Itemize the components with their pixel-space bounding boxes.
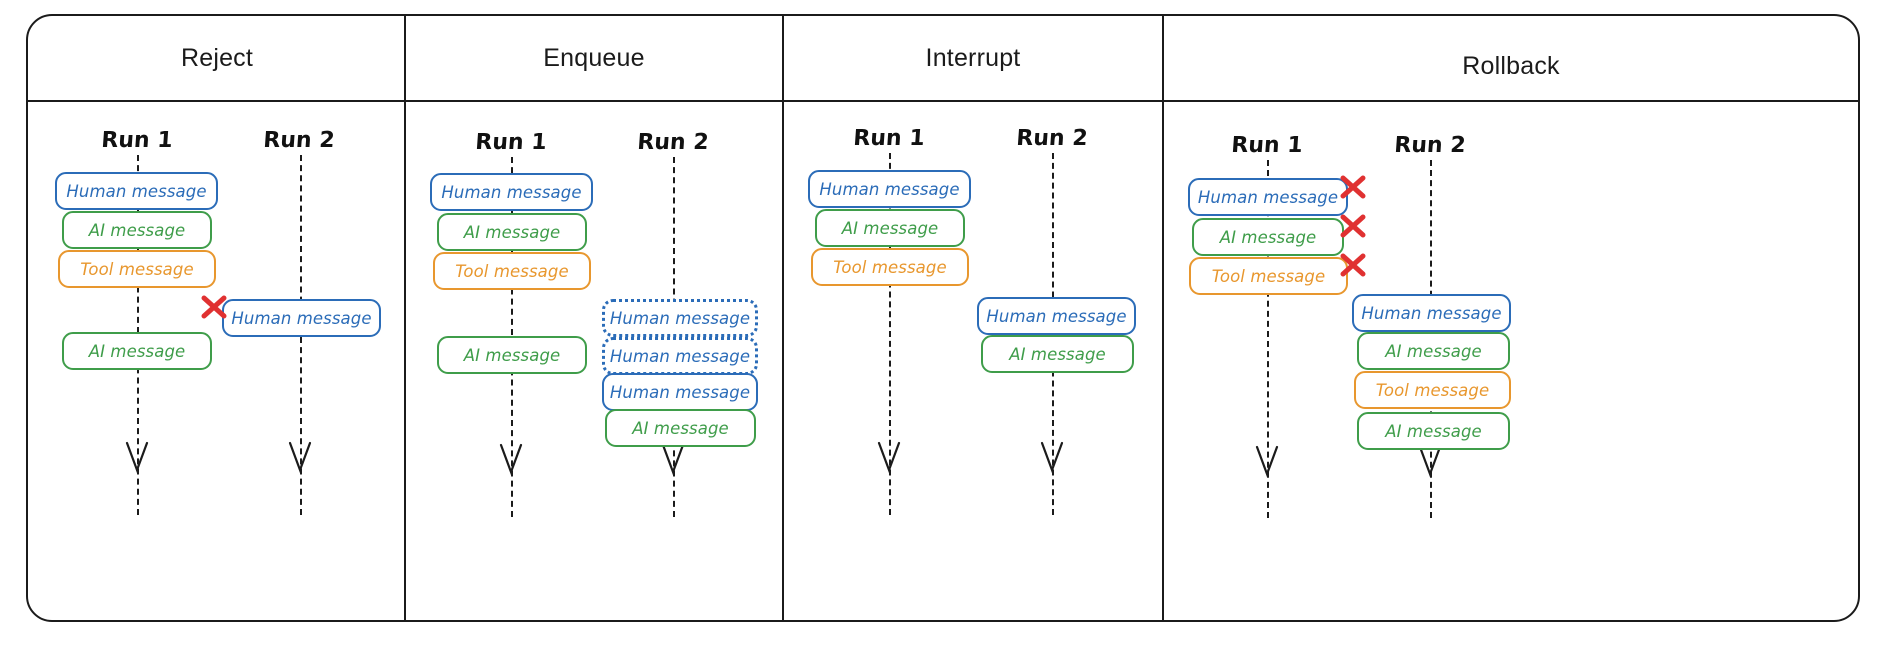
rollback-run2-message-3: AI message <box>1357 412 1510 450</box>
enqueue-run2-message-3: AI message <box>605 409 756 447</box>
reject-run2-down-arrow-icon <box>287 440 313 474</box>
rollback-run2-down-arrow-icon <box>1417 444 1443 478</box>
enqueue-run1-message-1: AI message <box>437 213 587 251</box>
column-header-reject: Reject <box>180 44 254 72</box>
enqueue-run1-message-0: Human message <box>430 173 593 211</box>
enqueue-run2-down-arrow-icon <box>660 442 686 476</box>
rollback-run2-message-1: AI message <box>1357 332 1510 370</box>
reject-run2-label: Run 2 <box>262 128 336 153</box>
interrupt-run2-message-1: AI message <box>981 335 1134 373</box>
rollback-run1-reject-x-icon-0 <box>1338 172 1368 202</box>
reject-run2-reject-x-icon <box>199 292 229 322</box>
reject-run1-message-2: Tool message <box>58 250 216 288</box>
rollback-run1-label: Run 1 <box>1230 133 1304 158</box>
rollback-run2-label: Run 2 <box>1393 133 1467 158</box>
reject-run1-down-arrow-icon <box>124 440 150 474</box>
column-divider-2 <box>782 16 784 620</box>
interrupt-run1-message-0: Human message <box>808 170 971 208</box>
interrupt-run2-label: Run 2 <box>1015 126 1089 151</box>
interrupt-run1-lifeline <box>889 153 891 515</box>
interrupt-run2-down-arrow-icon <box>1039 440 1065 474</box>
header-divider-line <box>28 100 1858 102</box>
reject-run2-message-0: Human message <box>222 299 381 337</box>
rollback-run1-message-0: Human message <box>1188 178 1348 216</box>
rollback-run2-message-2: Tool message <box>1354 371 1511 409</box>
enqueue-run1-label: Run 1 <box>474 130 548 155</box>
interrupt-run1-message-1: AI message <box>815 209 965 247</box>
rollback-run1-message-1: AI message <box>1192 218 1344 256</box>
enqueue-run1-down-arrow-icon <box>498 442 524 476</box>
enqueue-run1-message-3: AI message <box>437 336 587 374</box>
rollback-run1-lifeline <box>1267 160 1269 518</box>
rollback-run1-down-arrow-icon <box>1254 444 1280 478</box>
column-divider-3 <box>1162 16 1164 620</box>
column-header-enqueue: Enqueue <box>543 44 645 72</box>
reject-run1-label: Run 1 <box>100 128 174 153</box>
enqueue-run2-message-1: Human message <box>602 337 758 375</box>
rollback-run2-message-0: Human message <box>1352 294 1511 332</box>
interrupt-run1-down-arrow-icon <box>876 440 902 474</box>
enqueue-run2-message-2: Human message <box>602 373 758 411</box>
reject-run1-message-3: AI message <box>62 332 212 370</box>
enqueue-run2-label: Run 2 <box>636 130 710 155</box>
enqueue-run1-message-2: Tool message <box>433 252 591 290</box>
interrupt-run2-message-0: Human message <box>977 297 1136 335</box>
rollback-run1-reject-x-icon-1 <box>1338 211 1368 241</box>
column-header-interrupt: Interrupt <box>925 44 1021 72</box>
interrupt-run1-label: Run 1 <box>852 126 926 151</box>
enqueue-run2-message-0: Human message <box>602 299 758 337</box>
column-header-rollback: Rollback <box>1462 52 1560 80</box>
rollback-run1-message-2: Tool message <box>1189 257 1348 295</box>
reject-run1-message-0: Human message <box>55 172 218 210</box>
column-divider-1 <box>404 16 406 620</box>
rollback-run1-reject-x-icon-2 <box>1338 250 1368 280</box>
interrupt-run1-message-2: Tool message <box>811 248 969 286</box>
reject-run1-message-1: AI message <box>62 211 212 249</box>
